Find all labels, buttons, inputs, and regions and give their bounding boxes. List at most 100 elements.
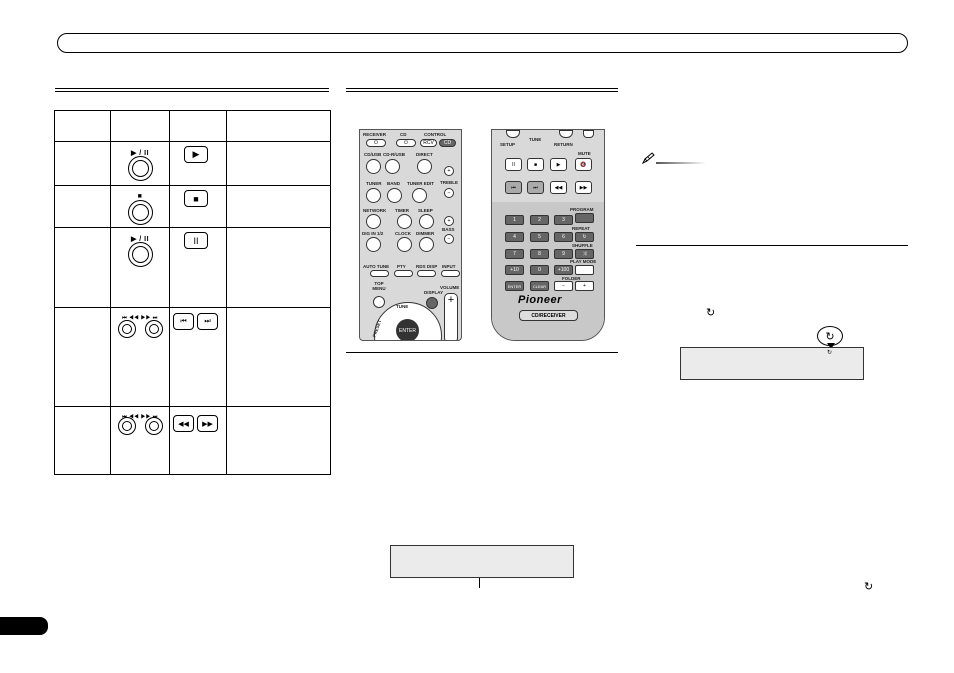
skip-forward-icon: ⏭ [197,313,218,330]
skip-forward-key: ⏭ [527,181,544,194]
cd-key: CD [439,139,456,147]
volume-label: VOLUME [440,285,460,290]
cd-power-key: ⏻ [396,139,416,147]
section-rule-left-2 [55,91,329,92]
keypad-key: 7 [505,249,524,259]
top-menu-key [373,296,385,308]
timer-key [397,214,412,229]
fast-forward-key: ▶▶ [575,181,592,194]
stop-key: ■ [527,158,544,171]
lcd-display-middle [390,545,574,578]
shuffle-key: ⤨ [575,249,594,259]
rcv-key: RCV [420,139,437,147]
receiver-power-key: ⏻ [366,139,386,147]
keypad-key: 1 [505,215,524,225]
band-key [387,188,402,203]
treble-plus-key: + [444,166,454,176]
control-label: CONTROL [424,132,447,137]
keypad-key: 0 [530,265,549,275]
treble-label: TREBLE [440,180,458,185]
receiver-label: RECEIVER [363,132,387,137]
remote-control-left-illustration: RECEIVER CD CONTROL ⏻ ⏻ RCV CD CD/USB CD… [359,129,462,341]
network-label: NETWORK [363,208,387,213]
cd-usb-label: CD/USB [364,152,382,157]
network-key [366,214,381,229]
volume-key: + [444,293,458,340]
rewind-icon: ◀◀ [173,415,194,432]
section-rule-middle-2 [346,91,618,92]
rds-disp-label: RDS DISP [416,264,438,269]
bass-plus-key: + [444,216,454,226]
stop-icon: ■ [184,190,208,207]
setup-key [506,130,520,138]
callout-pointer [827,343,835,349]
input-label: INPUT [442,264,456,269]
keypad-key: +10 [505,265,524,275]
top-right-key [583,130,594,138]
top-menu-label: TOP MENU [372,281,386,291]
stop-button [128,200,153,225]
skip-back-icon: ⏮ [173,313,194,330]
program-key [575,213,594,223]
scan-back-button [118,417,136,435]
cd-label: CD [400,132,407,137]
clock-key [397,237,412,252]
folder-plus-key: + [575,281,594,291]
shuffle-label: SHUFFLE [572,243,593,248]
folder-minus-key: − [554,281,573,291]
remote-scan-label: ⏮ ◀◀ ▶▶ ⏭ [122,414,158,420]
tuner-edit-key [412,188,427,203]
cd-usb-key [366,159,381,174]
tuner-label: TUNER [366,181,382,186]
play-mode-label: PLAY MODE [570,259,597,264]
timer-label: TIMER [395,208,409,213]
sleep-key [419,214,434,229]
clear-key: CLEAR [530,281,549,291]
pty-key [394,270,413,277]
direct-label: DIRECT [416,152,433,157]
keypad-key: 4 [505,232,524,242]
direct-key [417,159,432,174]
keypad-key: 9 [554,249,573,259]
table-header-row [54,110,331,142]
remote-play-pause-label: ▶ / II [130,150,150,157]
dig-in-label: DIG IN 1/2 [362,231,384,236]
repeat-key: ↻ [575,232,594,242]
mute-label: MUTE [578,151,591,156]
dimmer-key [419,237,434,252]
table-row: ⏮ ◀◀ ▶▶ ⏭ ⏮⏭ [54,307,331,407]
treble-minus-key: − [444,188,454,198]
section-rule-middle-lower [346,352,618,353]
controls-table: ▶ / II ▶ ■ ■ ▶ / II II ⏮ ◀◀ ▶▶ ⏭ ⏮⏭ ⏮ ◀◀… [54,110,331,475]
table-row: ■ ■ [54,185,331,228]
note-pencil-icon [641,151,656,165]
header-bar [57,33,908,53]
remote-pause-label: ▶ / II [130,236,150,243]
skip-back-button [118,320,136,338]
keypad-key: +100 [554,265,573,275]
mute-key: 🔇 [575,158,592,171]
table-row: ⏮ ◀◀ ▶▶ ⏭ ◀◀▶▶ [54,406,331,475]
lcd-display-right: ↻ [680,347,864,380]
repeat-label: REPEAT [572,226,590,231]
dimmer-label: DIMMER [416,231,435,236]
keypad-key: 3 [554,215,573,225]
display-pointer-line [479,578,480,588]
table-row: ▶ / II ▶ [54,141,331,186]
band-label: BAND [387,181,400,186]
program-label: PROGRAM [570,207,594,212]
input-key [441,270,460,277]
keypad-key: 5 [530,232,549,242]
cd-r-usb-label: CD-R/USB [383,152,405,157]
rewind-key: ◀◀ [550,181,567,194]
keypad-key: 8 [530,249,549,259]
bass-label: BASS [442,227,455,232]
section-rule-middle [346,88,618,89]
return-key [559,130,573,138]
play-key: ▶ [550,158,567,171]
keypad-key: 6 [554,232,573,242]
scan-forward-button [145,417,163,435]
tune-label: TUNE [396,304,409,309]
skip-back-key: ⏮ [505,181,522,194]
cd-receiver-badge: CD/RECEIVER [519,310,578,321]
